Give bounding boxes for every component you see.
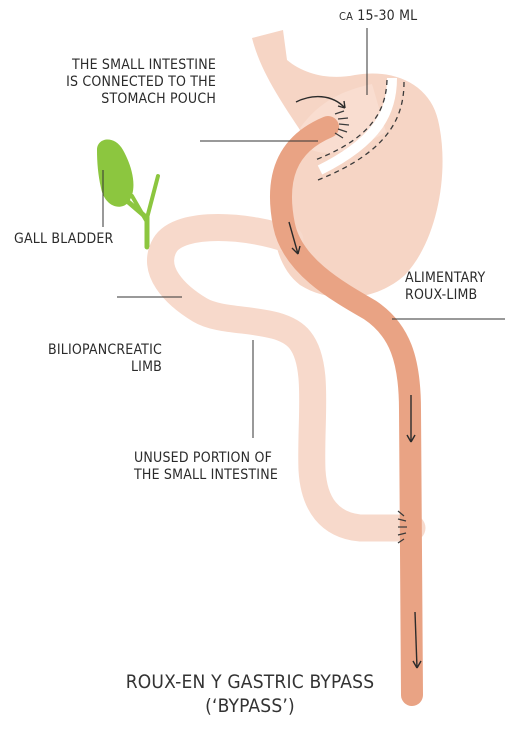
unused-portion-label: UNUSED PORTION OF THE SMALL INTESTINE — [134, 450, 278, 484]
unused-portion-label-line2: THE SMALL INTESTINE — [134, 467, 278, 484]
title-line2: (‘BYPASS’) — [100, 694, 400, 718]
biliopancreatic-label-line1: BILIOPANCREATIC — [20, 342, 162, 359]
volume-prefix: CA — [339, 10, 353, 23]
gall-bladder-label: GALL BLADDER — [14, 231, 114, 248]
diagram-title: ROUX-EN Y GASTRIC BYPASS (‘BYPASS’) — [100, 670, 400, 718]
title-line1: ROUX-EN Y GASTRIC BYPASS — [100, 670, 400, 694]
connection-label: THE SMALL INTESTINE IS CONNECTED TO THE … — [40, 57, 216, 108]
volume-value: 15-30 ML — [357, 8, 417, 24]
unused-portion-label-line1: UNUSED PORTION OF — [134, 450, 278, 467]
volume-label: CA 15-30 ML — [339, 8, 417, 25]
connection-label-line3: STOMACH POUCH — [40, 91, 216, 108]
alimentary-label-line1: ALIMENTARY — [405, 270, 485, 287]
connection-label-line2: IS CONNECTED TO THE — [40, 74, 216, 91]
connection-label-line1: THE SMALL INTESTINE — [40, 57, 216, 74]
alimentary-label-line2: ROUX-LIMB — [405, 287, 485, 304]
biliopancreatic-label-line2: LIMB — [20, 359, 162, 376]
biliopancreatic-label: BILIOPANCREATIC LIMB — [20, 342, 162, 376]
alimentary-label: ALIMENTARY ROUX-LIMB — [405, 270, 485, 304]
